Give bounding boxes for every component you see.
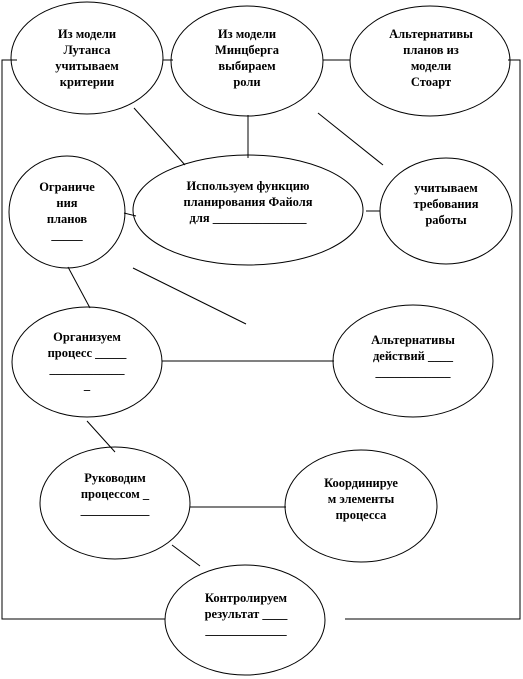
ellipse-control [164, 564, 326, 676]
node-coordinate: Координируе м элементы процесса [324, 476, 398, 522]
node-lutans: Из модели Лутанса учитываем критерии [55, 27, 119, 89]
connector-lutans-fayol [133, 107, 186, 166]
node-control: Контролируем результат ____ ____________… [204, 591, 288, 637]
ellipse-limits [8, 155, 126, 269]
connector-limits-organize [67, 266, 91, 309]
node-mintsberg: Из модели Минцберга выбираем роли [215, 27, 279, 89]
ellipse-stoart [349, 5, 511, 117]
node-organize: Организуем процесс _____ ____________ _ [47, 330, 127, 392]
connector-mintsberg-requirements [317, 112, 384, 166]
node-requirements: учитываем требования работы [413, 181, 479, 227]
connector-fayol-alternatives [132, 267, 247, 325]
ellipse-organize [11, 306, 163, 418]
ellipse-manage [39, 446, 191, 560]
node-limits: Ограниче ния планов _____ [39, 180, 95, 242]
ellipse-mintsberg [170, 5, 324, 117]
node-fayol: Используем функцию планирования Файоля д… [183, 179, 313, 225]
node-manage: Руководим процессом _ ___________ [80, 471, 150, 517]
node-alternatives: Альтернативы действий ____ ____________ [371, 333, 455, 379]
ellipse-coordinate [284, 449, 438, 563]
frame-right [345, 59, 521, 620]
ellipse-fayol [132, 154, 364, 266]
ellipse-lutans [10, 1, 164, 115]
frame-left [1, 59, 165, 620]
ellipse-alternatives [332, 304, 494, 418]
ellipse-requirements [379, 157, 513, 265]
node-stoart: Альтернативы планов из модели Стоарт [389, 27, 473, 89]
connector-manage-control [171, 544, 201, 567]
connector-limits-fayol [123, 212, 137, 217]
